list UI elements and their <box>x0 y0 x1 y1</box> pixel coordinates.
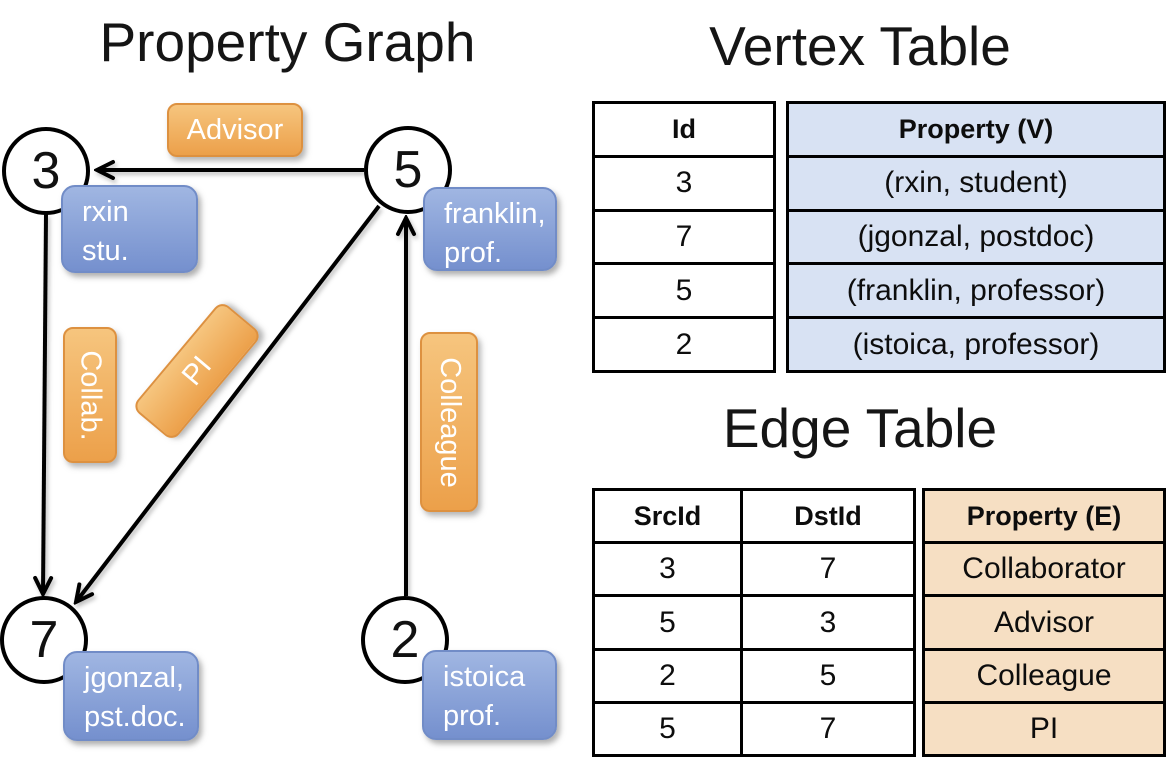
table-cell: 7 <box>819 711 837 745</box>
table-cell: 5 <box>595 262 773 316</box>
table-cell: (jgonzal, postdoc) <box>789 208 1163 263</box>
node-id: 2 <box>390 611 420 669</box>
property-line: prof. <box>444 237 503 269</box>
property-line: istoica <box>443 661 526 693</box>
property-line: pst.doc. <box>84 701 186 733</box>
table-cell: 2 <box>595 650 743 701</box>
node-id: 7 <box>29 611 59 669</box>
table-cell: (rxin, student) <box>789 154 1163 209</box>
table-cell: Advisor <box>925 594 1163 647</box>
vertex-table-title: Vertex Table <box>709 15 1011 77</box>
graph-edges <box>0 0 585 760</box>
node-circle-2: 2 <box>361 596 449 684</box>
edge-pi-line <box>76 204 381 602</box>
table-cell: 3 <box>819 605 837 639</box>
property-line: franklin, <box>444 198 546 230</box>
table-cell: 5 <box>595 703 743 755</box>
edge-table-src-dst-columns: SrcId DstId 3 7 5 3 2 5 5 7 <box>592 488 916 757</box>
table-cell: 2 <box>595 316 773 370</box>
vertex-table-property-column: Property (V) (rxin, student) (jgonzal, p… <box>786 101 1166 373</box>
edge-label-text: Collab. <box>74 349 107 441</box>
table-cell: PI <box>925 700 1163 754</box>
table-cell: 3 <box>595 154 773 209</box>
edge-label-text: Advisor <box>186 113 284 146</box>
node-circle-5: 5 <box>364 126 452 214</box>
property-box-7: jgonzal, pst.doc. <box>63 651 199 741</box>
table-cell: 5 <box>819 658 837 692</box>
edge-table-title: Edge Table <box>722 397 998 459</box>
edge-label-advisor: Advisor <box>167 103 303 157</box>
property-graph-title: Property Graph <box>99 11 476 73</box>
property-line: rxin <box>82 196 129 228</box>
edge-label-colleague: Colleague <box>420 332 478 512</box>
vertex-table-id-column: Id 3 7 5 2 <box>592 101 776 373</box>
table-cell: 3 <box>595 544 743 595</box>
table-row: 2 5 <box>595 647 913 701</box>
property-box-5: franklin, prof. <box>423 187 557 271</box>
vertex-table-property-header: Property (V) <box>898 113 1054 144</box>
edge-label-text: Colleague <box>433 356 466 488</box>
edge-table-srcid-header: SrcId <box>595 491 743 542</box>
table-cell: 7 <box>595 208 773 263</box>
property-line: stu. <box>82 235 129 267</box>
edge-table-header-row: SrcId DstId <box>595 491 913 542</box>
property-box-2: istoica prof. <box>422 650 557 740</box>
node-id: 3 <box>31 142 61 200</box>
property-line: prof. <box>443 700 502 732</box>
edge-table-property-column: Property (E) Collaborator Advisor Collea… <box>922 488 1166 757</box>
table-row: 5 7 <box>595 700 913 755</box>
table-cell: Colleague <box>925 647 1163 701</box>
edge-table-dstid-header: DstId <box>794 500 862 531</box>
table-row: 5 3 <box>595 594 913 648</box>
table-cell: (franklin, professor) <box>789 262 1163 316</box>
table-cell: Collaborator <box>925 541 1163 594</box>
property-line: jgonzal, <box>84 662 184 694</box>
edge-label-text: PI <box>175 349 218 392</box>
table-cell: (istoica, professor) <box>789 316 1163 370</box>
table-row: 3 7 <box>595 541 913 595</box>
edge-label-collab: Collab. <box>63 327 117 463</box>
table-cell: 5 <box>595 597 743 648</box>
edge-collab-line <box>43 213 46 594</box>
table-cell: 7 <box>819 552 837 586</box>
vertex-table-id-header: Id <box>672 113 696 144</box>
node-id: 5 <box>393 141 423 199</box>
edge-table-property-header: Property (E) <box>966 500 1122 531</box>
property-box-3: rxin stu. <box>61 185 198 273</box>
